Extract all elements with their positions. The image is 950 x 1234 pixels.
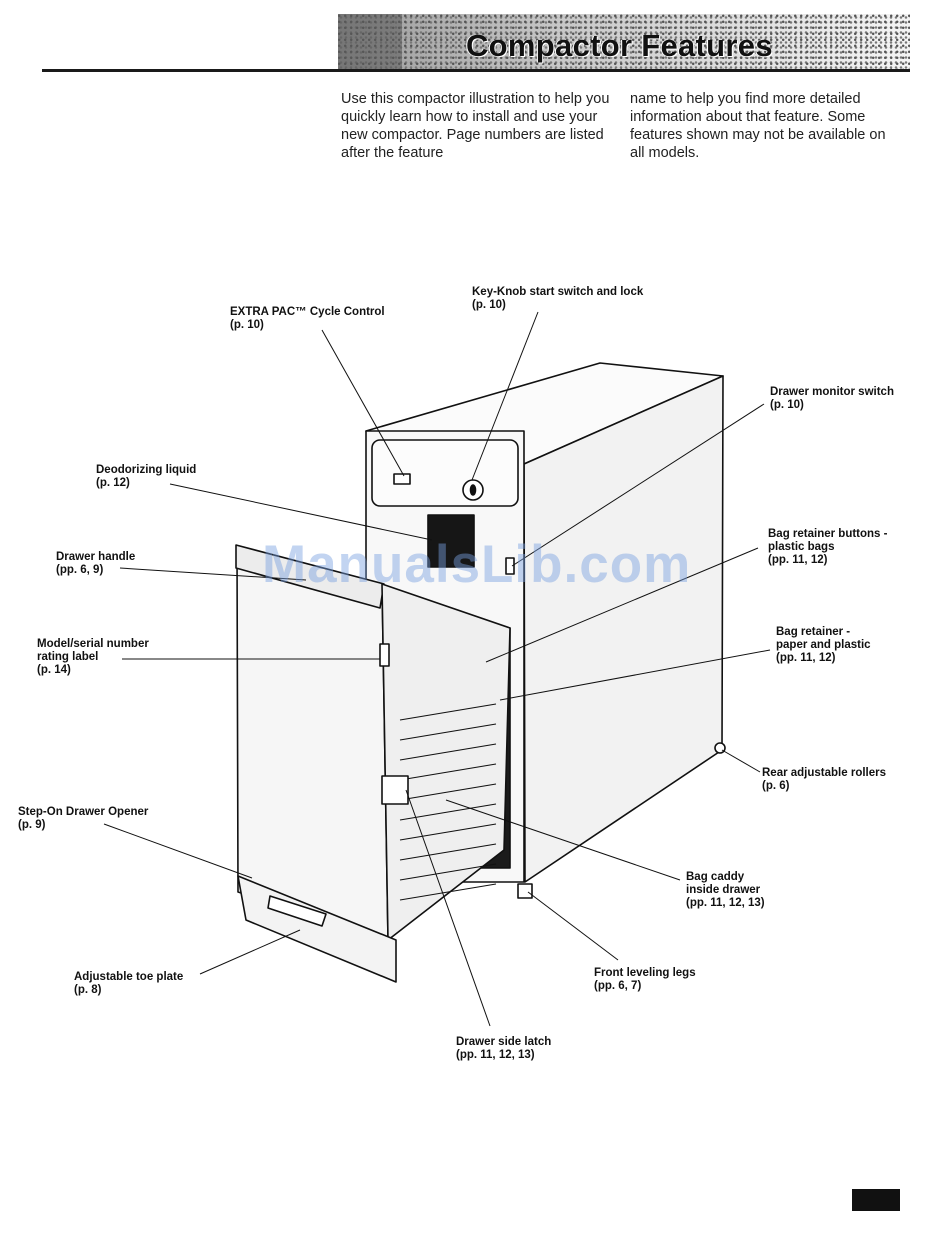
callout-toe-plate: Adjustable toe plate (p. 8) — [74, 971, 184, 996]
callout-front-leveling-legs: Front leveling legs (pp. 6, 7) — [594, 967, 696, 992]
callout-deodorizing-liquid: Deodorizing liquid (p. 12) — [96, 464, 197, 489]
rear-roller — [714, 742, 726, 754]
monitor-switch — [505, 557, 515, 575]
page-tab — [852, 1189, 900, 1211]
callout-extra-pac: EXTRA PAC™ Cycle Control (p. 10) — [230, 306, 385, 331]
cycle-control-button — [393, 473, 411, 485]
callout-key-knob: Key-Knob start switch and lock (p. 10) — [472, 286, 644, 311]
callout-model-serial-label: Model/serial number rating label (p. 14) — [37, 638, 149, 676]
callout-bag-caddy: Bag caddy inside drawer (pp. 11, 12, 13) — [686, 871, 765, 909]
deodorizer-compartment — [427, 514, 475, 568]
intro-text-right: name to help you find more detailed info… — [630, 91, 886, 161]
page-title: Compactor Features — [466, 28, 773, 63]
callout-drawer-handle: Drawer handle (pp. 6, 9) — [56, 551, 136, 576]
drawer-handle-bar — [235, 544, 385, 609]
callout-bag-retainer-paper: Bag retainer - paper and plastic (pp. 11… — [776, 626, 871, 664]
title-banner-shade — [338, 14, 402, 72]
control-panel — [371, 439, 519, 507]
drawer-front-panel — [236, 547, 389, 941]
step-on-opener — [267, 895, 327, 927]
front-leveling-leg — [517, 883, 533, 899]
drawer-side-wall — [381, 583, 511, 941]
callout-drawer-side-latch: Drawer side latch (pp. 11, 12, 13) — [456, 1036, 552, 1061]
intro-text-left: Use this compactor illustration to help … — [341, 91, 610, 161]
callout-step-on-opener: Step-On Drawer Opener (p. 9) — [18, 806, 149, 831]
model-label — [379, 643, 390, 667]
cabinet-side — [523, 375, 724, 883]
watermark: ManualsLib.com — [262, 535, 692, 594]
callout-bag-retainer-buttons: Bag retainer buttons - plastic bags (pp.… — [768, 528, 888, 566]
title-banner — [338, 14, 910, 72]
callout-drawer-monitor-switch: Drawer monitor switch (p. 10) — [770, 386, 894, 411]
side-latch — [381, 775, 409, 805]
callout-rear-rollers: Rear adjustable rollers (p. 6) — [762, 767, 886, 792]
header-rule — [42, 69, 910, 72]
